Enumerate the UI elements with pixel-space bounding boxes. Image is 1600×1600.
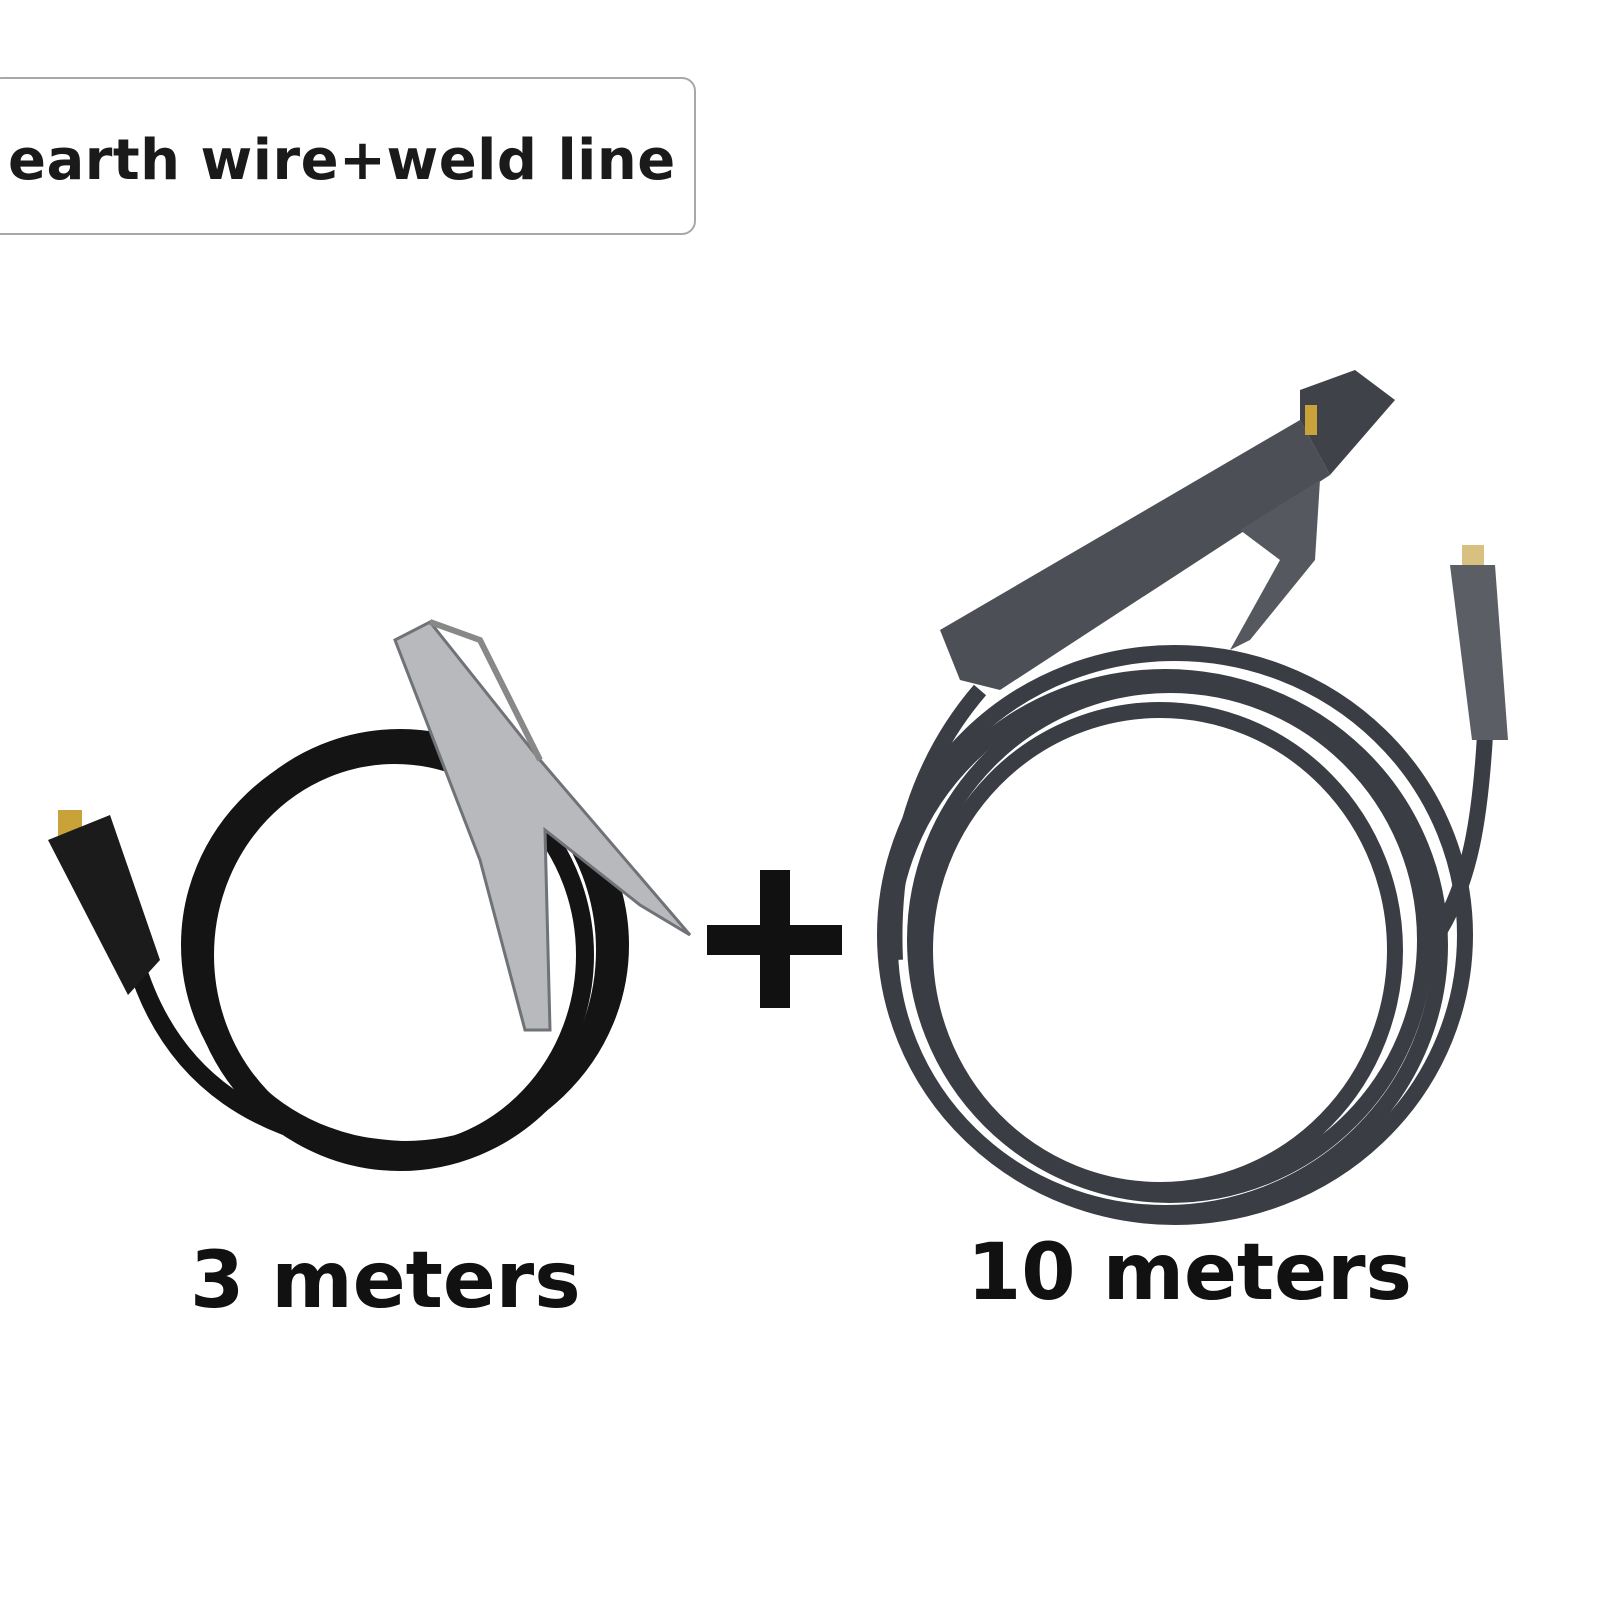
title-label-box: [0, 77, 696, 235]
title-label: earth wire+weld line: [8, 128, 676, 193]
dinse-plug-left: [48, 810, 160, 995]
earth-clamp-icon: [393, 619, 692, 1032]
earth-cable-length-label: 3 meters: [190, 1236, 581, 1326]
earth-cable-coil: [126, 729, 629, 1171]
weld-cable-coil: [877, 645, 1493, 1225]
electrode-holder-icon: [940, 370, 1395, 690]
weld-cable-length-label: 10 meters: [967, 1228, 1412, 1318]
plus-icon: [707, 870, 842, 1008]
dinse-plug-right: [1450, 545, 1508, 740]
